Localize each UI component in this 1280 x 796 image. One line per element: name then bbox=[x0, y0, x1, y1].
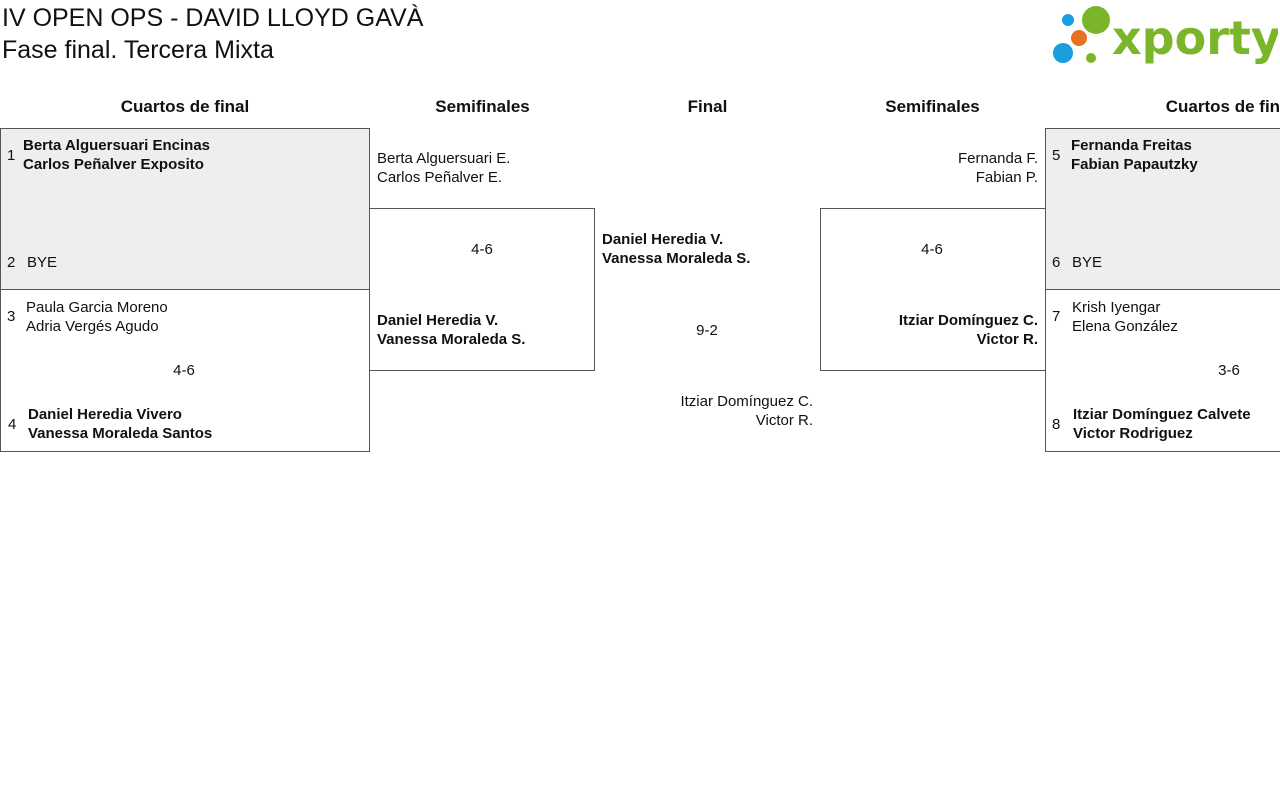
match-score: 3-6 bbox=[1218, 362, 1240, 379]
round-header-quarters-right: Cuartos de final bbox=[1165, 97, 1280, 116]
svg-text:xporty: xporty bbox=[1112, 11, 1278, 65]
player-name: Krish Iyengar bbox=[1072, 299, 1161, 316]
seed-number: 4 bbox=[8, 416, 17, 433]
semifinal-match-left[interactable] bbox=[369, 208, 595, 371]
player-name: Vanessa Moraleda S. bbox=[602, 250, 751, 267]
quarterfinal-match-4[interactable] bbox=[1045, 289, 1280, 452]
team-entry[interactable]: Berta Alguersuari Encinas Carlos Peñalve… bbox=[23, 136, 210, 174]
player-name: Carlos Peñalver Exposito bbox=[23, 156, 204, 173]
seed-number: 1 bbox=[7, 147, 16, 164]
xporty-logo[interactable]: xporty bbox=[1050, 4, 1280, 68]
seed-number: 3 bbox=[7, 308, 16, 325]
team-entry[interactable]: Berta Alguersuari E. Carlos Peñalver E. bbox=[377, 149, 510, 187]
final-runner-up-entry[interactable]: Itziar Domínguez C. Victor R. bbox=[600, 392, 813, 430]
player-name: Daniel Heredia V. bbox=[377, 312, 499, 329]
player-name: Vanessa Moraleda Santos bbox=[28, 425, 213, 442]
player-name: Fabian Papautzky bbox=[1071, 156, 1198, 173]
player-name: Fernanda F. bbox=[957, 150, 1038, 167]
player-name: Itziar Domínguez Calvete bbox=[1073, 406, 1251, 423]
player-name: Victor Rodriguez bbox=[1073, 425, 1193, 442]
seed-number: 6 bbox=[1052, 254, 1061, 271]
tournament-title: IV OPEN OPS - DAVID LLOYD GAVÀ bbox=[2, 4, 424, 32]
bye-entry: BYE bbox=[27, 254, 58, 271]
seed-number: 7 bbox=[1052, 308, 1061, 325]
quarterfinal-match-1[interactable] bbox=[0, 128, 370, 290]
seed-number: 2 bbox=[7, 254, 16, 271]
team-entry[interactable]: Paula Garcia Moreno Adria Vergés Agudo bbox=[26, 298, 168, 336]
xporty-logo-graphic: xporty bbox=[1053, 6, 1280, 65]
final-score: 9-2 bbox=[696, 322, 718, 339]
team-entry[interactable]: Fernanda Freitas Fabian Papautzky bbox=[1071, 136, 1198, 174]
seed-number: 5 bbox=[1052, 147, 1061, 164]
match-score: 4-6 bbox=[173, 362, 195, 379]
round-header-final: Final bbox=[687, 97, 728, 116]
player-name: Fabian P. bbox=[975, 169, 1038, 186]
team-entry-winner[interactable]: Itziar Domínguez C. Victor R. bbox=[820, 311, 1038, 349]
player-name: Itziar Domínguez C. bbox=[898, 312, 1038, 329]
player-name: Carlos Peñalver E. bbox=[377, 169, 503, 186]
round-header-semis-left: Semifinales bbox=[435, 97, 530, 116]
player-name: Victor R. bbox=[755, 412, 813, 429]
player-name: Adria Vergés Agudo bbox=[26, 318, 159, 335]
player-name: Fernanda Freitas bbox=[1071, 137, 1192, 154]
team-entry-winner[interactable]: Daniel Heredia Vivero Vanessa Moraleda S… bbox=[28, 405, 212, 443]
team-entry[interactable]: Krish Iyengar Elena González bbox=[1072, 298, 1178, 336]
team-entry-winner[interactable]: Itziar Domínguez Calvete Victor Rodrigue… bbox=[1073, 405, 1251, 443]
team-entry[interactable]: Fernanda F. Fabian P. bbox=[820, 149, 1038, 187]
player-name: Victor R. bbox=[976, 331, 1038, 348]
player-name: Berta Alguersuari Encinas bbox=[23, 137, 211, 154]
final-winner-entry[interactable]: Daniel Heredia V. Vanessa Moraleda S. bbox=[602, 230, 750, 268]
phase-subtitle: Fase final. Tercera Mixta bbox=[2, 36, 274, 64]
player-name: Daniel Heredia Vivero bbox=[28, 406, 182, 423]
team-entry-winner[interactable]: Daniel Heredia V. Vanessa Moraleda S. bbox=[377, 311, 525, 349]
seed-number: 8 bbox=[1052, 416, 1061, 433]
player-name: Itziar Domínguez C. bbox=[680, 393, 813, 410]
quarterfinal-match-3[interactable] bbox=[1045, 128, 1280, 290]
player-name: Vanessa Moraleda S. bbox=[377, 331, 526, 348]
player-name: Daniel Heredia V. bbox=[602, 231, 724, 248]
player-name: Paula Garcia Moreno bbox=[26, 299, 168, 316]
player-name: Elena González bbox=[1072, 318, 1178, 335]
match-score: 4-6 bbox=[921, 241, 943, 258]
bye-entry: BYE bbox=[1072, 254, 1103, 271]
round-header-quarters-left: Cuartos de final bbox=[120, 97, 250, 116]
match-score: 4-6 bbox=[471, 241, 493, 258]
player-name: Berta Alguersuari E. bbox=[377, 150, 511, 167]
round-header-semis-right: Semifinales bbox=[885, 97, 980, 116]
